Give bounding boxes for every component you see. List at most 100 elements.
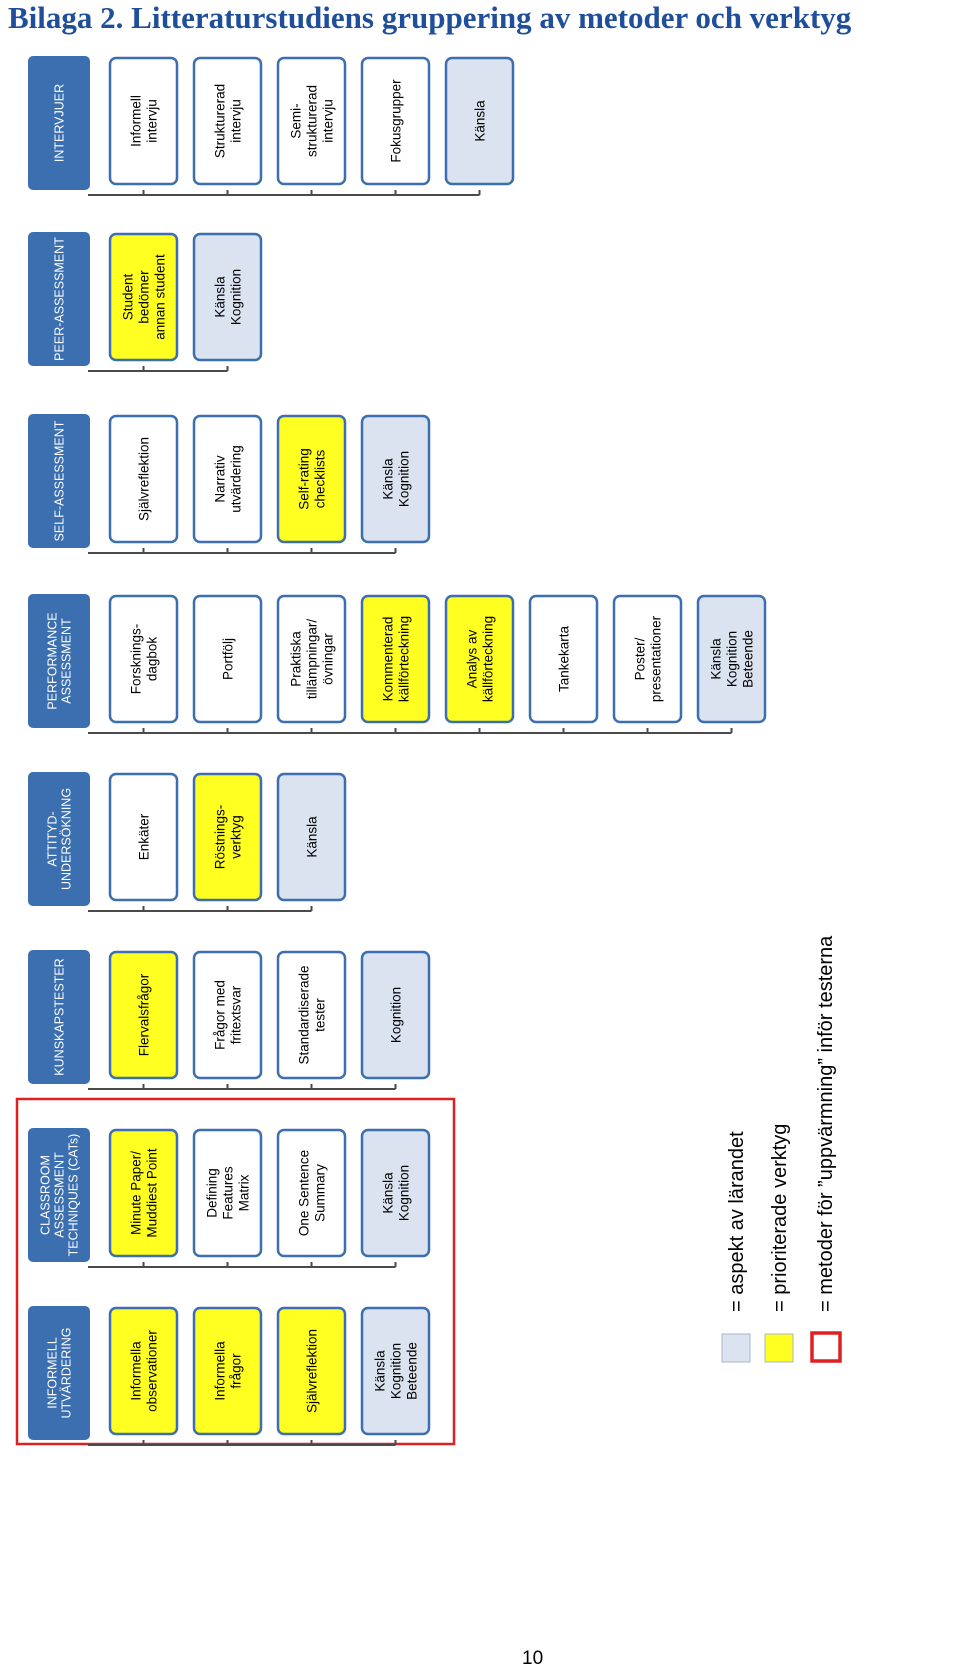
column-5: PERFORMANCEASSESSMENT Forsknings-dagbok Po…: [28, 594, 767, 734]
method-box-aspect: KänslaKognition: [192, 232, 263, 362]
method-box-plain: Självreflektion: [108, 414, 179, 544]
method-box-plain: DefiningFeaturesMatrix: [192, 1128, 263, 1258]
column-header-label: PEER-ASSESSMENT: [53, 237, 67, 361]
method-box-plain: Portfölj: [192, 594, 263, 724]
method-box-aspect: Kognition: [360, 950, 431, 1080]
method-label: One SentenceSummary: [297, 1150, 328, 1236]
method-box-priority: Informellaobservationer: [108, 1306, 179, 1436]
legend-label: = prioriterade verktyg: [769, 1124, 791, 1312]
method-box-priority: Self-ratingchecklists: [276, 414, 347, 544]
method-label: Självreflektion: [137, 437, 152, 521]
method-label: Studentbedömerannan student: [121, 254, 168, 340]
method-box-plain: Enkäter: [108, 772, 179, 902]
column-header-label: KUNSKAPSTESTER: [53, 958, 67, 1075]
column-header-box: [28, 56, 90, 190]
page-title: Bilaga 2. Litteraturstudiens gruppering …: [8, 0, 852, 35]
method-label: Röstnings-verktyg: [213, 805, 244, 870]
method-label: Praktiskatillämpningar/övningar: [289, 619, 336, 700]
method-label: Kommenteradkällförteckning: [381, 616, 412, 702]
method-label: Poster/presentationer: [633, 615, 664, 702]
method-box-priority: Informellafrågor: [192, 1306, 263, 1436]
method-label: Känsla: [473, 100, 488, 142]
column-groups: INFORMELLUTVÄRDERING Informellaobservatio…: [28, 56, 767, 1446]
method-box-plain: Tankekarta: [528, 594, 599, 724]
method-box-aspect: KänslaKognition: [360, 1128, 431, 1258]
legend-swatch: [764, 1333, 794, 1363]
method-box-priority: Röstnings-verktyg: [192, 772, 263, 902]
legend-label: = aspekt av lärandet: [726, 1131, 748, 1312]
method-label: Analys avkällförteckning: [465, 616, 496, 702]
column-1: INFORMELLUTVÄRDERING Informellaobservatio…: [28, 1306, 431, 1446]
column-3: KUNSKAPSTESTER Flervalsfrågor Frågor medfr…: [28, 950, 431, 1090]
method-label: Informellafrågor: [213, 1341, 244, 1401]
method-label: Portfölj: [221, 638, 236, 680]
method-label: KänslaKognition: [381, 451, 412, 507]
method-box-plain: Narrativutvärdering: [192, 414, 263, 544]
page-number: 10: [522, 1648, 544, 1669]
column-header-box: [28, 414, 90, 548]
legend-item-priority: = prioriterade verktyg: [764, 1124, 794, 1363]
legend-swatch: [721, 1333, 751, 1363]
connector-lines: [88, 548, 397, 554]
method-label: DefiningFeaturesMatrix: [205, 1166, 252, 1220]
connector-lines: [88, 1084, 397, 1090]
connector-lines: [88, 906, 313, 912]
method-label: Fokusgrupper: [389, 79, 404, 163]
method-box-plain: Fokusgrupper: [360, 56, 431, 186]
connector-lines: [88, 1440, 397, 1446]
column-2: CLASSROOMASSESSMENTTECHNIQUES (CATs) Minu…: [28, 1128, 431, 1268]
column-header-label: INFORMELLUTVÄRDERING: [46, 1328, 74, 1419]
method-box-plain: Struktureradintervju: [192, 56, 263, 186]
method-box-aspect: Känsla: [276, 772, 347, 902]
method-label: Minute Paper/Muddiest Point: [129, 1148, 160, 1238]
method-box-aspect: KänslaKognitionBeteende: [696, 594, 767, 724]
method-label: Forsknings-dagbok: [129, 624, 160, 695]
method-label: Informellaobservationer: [129, 1330, 160, 1412]
legend-item-aspect: = aspekt av lärandet: [721, 1131, 751, 1363]
method-box-plain: Forsknings-dagbok: [108, 594, 179, 724]
method-label: Narrativutvärdering: [213, 445, 244, 513]
method-box-priority: Studentbedömerannan student: [108, 232, 179, 362]
column-header-box: [28, 232, 90, 366]
method-box-plain: Informellintervju: [108, 56, 179, 186]
connector-lines: [88, 366, 229, 372]
method-box-aspect: KänslaKognitionBeteende: [360, 1306, 431, 1436]
method-box-plain: One SentenceSummary: [276, 1128, 347, 1258]
method-label: KänslaKognition: [213, 269, 244, 325]
column-header-box: [28, 950, 90, 1084]
method-label: Frågor medfritextsvar: [213, 980, 244, 1050]
legend-swatch: [810, 1331, 842, 1363]
column-4: ATTITYD-UNDERSÖKNING Enkäter Röstnings-ver…: [28, 772, 347, 912]
column-header-label: CLASSROOMASSESSMENTTECHNIQUES (CATs): [39, 1134, 81, 1257]
method-box-plain: Praktiskatillämpningar/övningar: [276, 594, 347, 724]
method-label: Flervalsfrågor: [137, 973, 152, 1056]
method-box-priority: Självreflektion: [276, 1306, 347, 1436]
column-7: PEER-ASSESSMENT Studentbedömerannan stude…: [28, 232, 263, 372]
method-box-plain: Poster/presentationer: [612, 594, 683, 724]
method-box-aspect: KänslaKognition: [360, 414, 431, 544]
connector-lines: [88, 1262, 397, 1268]
column-6: SELF-ASSESSMENT Självreflektion Narrativut…: [28, 414, 431, 554]
column-header-box: [28, 594, 90, 728]
method-label: Kognition: [389, 987, 404, 1043]
column-header-label: SELF-ASSESSMENT: [53, 420, 67, 541]
connector-lines: [88, 728, 733, 734]
column-header-label: ATTITYD-UNDERSÖKNING: [46, 788, 74, 890]
column-header-box: [28, 772, 90, 906]
column-header-box: [28, 1128, 90, 1262]
method-label: Självreflektion: [305, 1329, 320, 1413]
column-header-label: INTERVJUER: [53, 84, 67, 162]
legend-label: = metoder för ”uppvärmning” inför tester…: [815, 935, 837, 1312]
method-box-priority: Minute Paper/Muddiest Point: [108, 1128, 179, 1258]
legend-item-warmup: = metoder för ”uppvärmning” inför tester…: [810, 935, 842, 1363]
method-label: Semi-struktureradintervju: [289, 85, 336, 157]
method-label: KänslaKognition: [381, 1165, 412, 1221]
method-box-plain: Standardiseradetester: [276, 950, 347, 1080]
method-label: Tankekarta: [557, 625, 572, 692]
column-header-label: PERFORMANCEASSESSMENT: [46, 612, 74, 709]
legend: = aspekt av lärandet = prioriterade verkt…: [721, 935, 842, 1363]
method-label: Self-ratingchecklists: [297, 448, 328, 510]
method-label: KänslaKognitionBeteende: [373, 1342, 420, 1400]
